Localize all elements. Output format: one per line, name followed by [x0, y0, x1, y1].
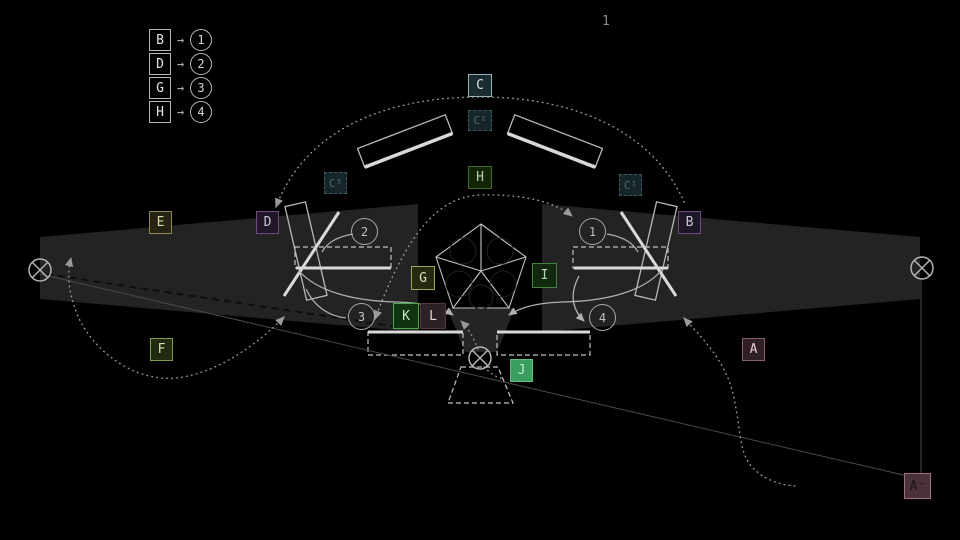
top-left-panel [356, 113, 454, 169]
marker-a: A [742, 338, 765, 361]
legend-circle-4: 4 [190, 101, 212, 123]
callout-2-connector [321, 233, 354, 253]
legend-circle-3: 3 [190, 77, 212, 99]
callout-1: 1 [579, 218, 606, 245]
pedestal-dotted-arrow [460, 320, 479, 350]
circle-x-center [468, 346, 492, 370]
marker-i: I [532, 263, 557, 288]
bottom-right-tray [496, 330, 591, 356]
legend-box-b: B [149, 29, 171, 51]
left-pylon [282, 201, 341, 301]
marker-h: H [468, 166, 492, 189]
legend-row: B → 1 [149, 29, 212, 51]
solid-connectors [298, 233, 662, 322]
callout-3: 3 [348, 303, 375, 330]
pentagon-hub [435, 223, 527, 309]
legend-box-d: D [149, 53, 171, 75]
marker-a-minus: A⁻ [904, 473, 931, 499]
callout-2: 2 [351, 218, 378, 245]
legend: B → 1 D → 2 G → 3 H → 4 [149, 29, 212, 123]
keel-dashed-trapezoid [447, 366, 514, 404]
marker-k: K [393, 303, 419, 329]
marker-c1: C¹ [619, 174, 642, 196]
marker-j: J [510, 359, 533, 382]
right-dotted-sweep [683, 317, 798, 487]
callout-1-connector [606, 233, 639, 253]
right-flap-box [572, 246, 669, 270]
bottom-left-tray [367, 330, 464, 356]
left-dotted-sweep [64, 256, 285, 379]
marker-c: C [468, 74, 492, 97]
center-pedestal [447, 308, 515, 352]
right-long-connector [508, 270, 662, 316]
marker-e: E [149, 211, 172, 234]
callout-4: 4 [589, 304, 616, 331]
legend-arrow-icon: → [176, 105, 185, 119]
circle-x-left [28, 258, 52, 282]
marker-g: G [411, 266, 435, 290]
legend-circle-2: 2 [190, 53, 212, 75]
keel-dotted-tick [483, 366, 506, 380]
marker-d: D [256, 211, 279, 234]
legend-box-h: H [149, 101, 171, 123]
marker-l: L [420, 303, 446, 329]
pentagon-dotted-arc [374, 194, 573, 320]
callout-4-connector [572, 275, 585, 322]
marker-f: F [150, 338, 173, 361]
callout-3-connector [305, 288, 347, 319]
dotted-routes [64, 96, 798, 487]
legend-circle-1: 1 [190, 29, 212, 51]
circle-x-right [910, 256, 934, 280]
top-right-panel [506, 113, 604, 169]
page-number: 1 [602, 14, 610, 29]
legend-row: H → 4 [149, 101, 212, 123]
marker-c2: C² [468, 110, 492, 131]
right-pylon [619, 201, 678, 301]
marker-b: B [678, 211, 701, 234]
legend-row: G → 3 [149, 77, 212, 99]
legend-arrow-icon: → [176, 81, 185, 95]
legend-arrow-icon: → [176, 57, 185, 71]
legend-row: D → 2 [149, 53, 212, 75]
marker-c3: C³ [324, 172, 347, 194]
legend-arrow-icon: → [176, 33, 185, 47]
legend-box-g: G [149, 77, 171, 99]
